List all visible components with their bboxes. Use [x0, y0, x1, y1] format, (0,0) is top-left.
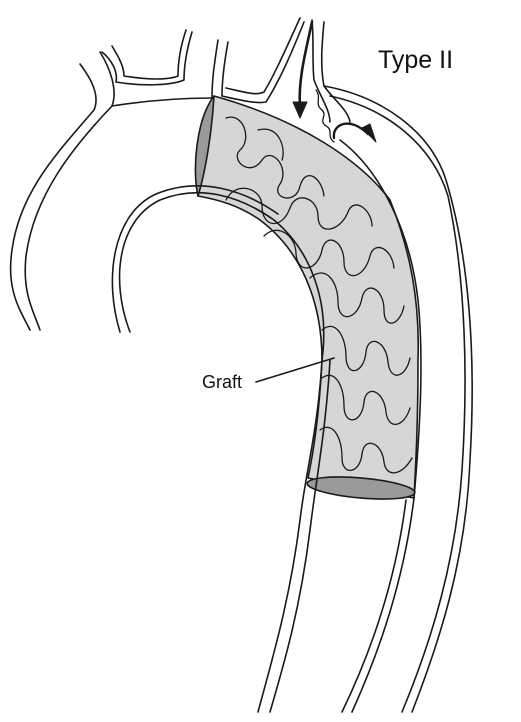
descending-aorta-inner-wall-2 — [269, 359, 331, 713]
endoleak-flow-arrow — [332, 122, 370, 140]
arch-inner-curve — [118, 191, 325, 361]
brachiocephalic-left-wall — [101, 31, 193, 86]
ascending-aorta-outer-wall-2 — [24, 51, 115, 331]
brachiocephalic-trunk — [111, 97, 213, 107]
stent-ring-3 — [225, 187, 373, 230]
distal-inner-wall — [351, 497, 415, 713]
descending-aorta-outer-wall — [323, 85, 473, 713]
figure-title: Type II — [378, 46, 454, 74]
left-common-carotid-2 — [221, 41, 229, 97]
graft-proximal-end — [194, 95, 215, 197]
stent-wire-rings — [225, 116, 413, 474]
graft-outer-edge — [339, 139, 422, 499]
stent-ring-7 — [321, 374, 411, 425]
stent-ring-6 — [321, 325, 411, 376]
stent-ring-8 — [319, 426, 413, 474]
endoleak-flow-arrowhead — [361, 123, 377, 143]
graft-leader-line — [255, 357, 335, 383]
stent-ring-4 — [263, 229, 395, 277]
descending-aorta-inner-wall — [257, 359, 323, 713]
retrograde-flow-arrow — [298, 20, 314, 108]
left-common-carotid — [211, 39, 219, 99]
graft-label: Graft — [202, 372, 243, 392]
distal-inner-wall-2 — [341, 499, 407, 713]
carotid-to-subclavian-connection-2 — [225, 17, 301, 95]
left-subclavian-artery — [311, 19, 331, 123]
arch-inner-curve-2 — [111, 185, 279, 333]
brachiocephalic-right-wall — [111, 29, 187, 80]
endoleak-jagged-edge — [315, 89, 335, 143]
carotid-to-subclavian-connection — [221, 21, 305, 104]
ascending-aorta-outer-wall — [9, 63, 97, 331]
stent-graft-body — [197, 95, 420, 499]
stent-ring-2 — [257, 128, 284, 161]
retrograde-flow-arrowhead — [292, 101, 308, 119]
descending-aorta-outer-wall-2 — [329, 95, 466, 713]
stent-ring-1 — [225, 116, 325, 199]
stent-ring-5 — [309, 272, 405, 324]
